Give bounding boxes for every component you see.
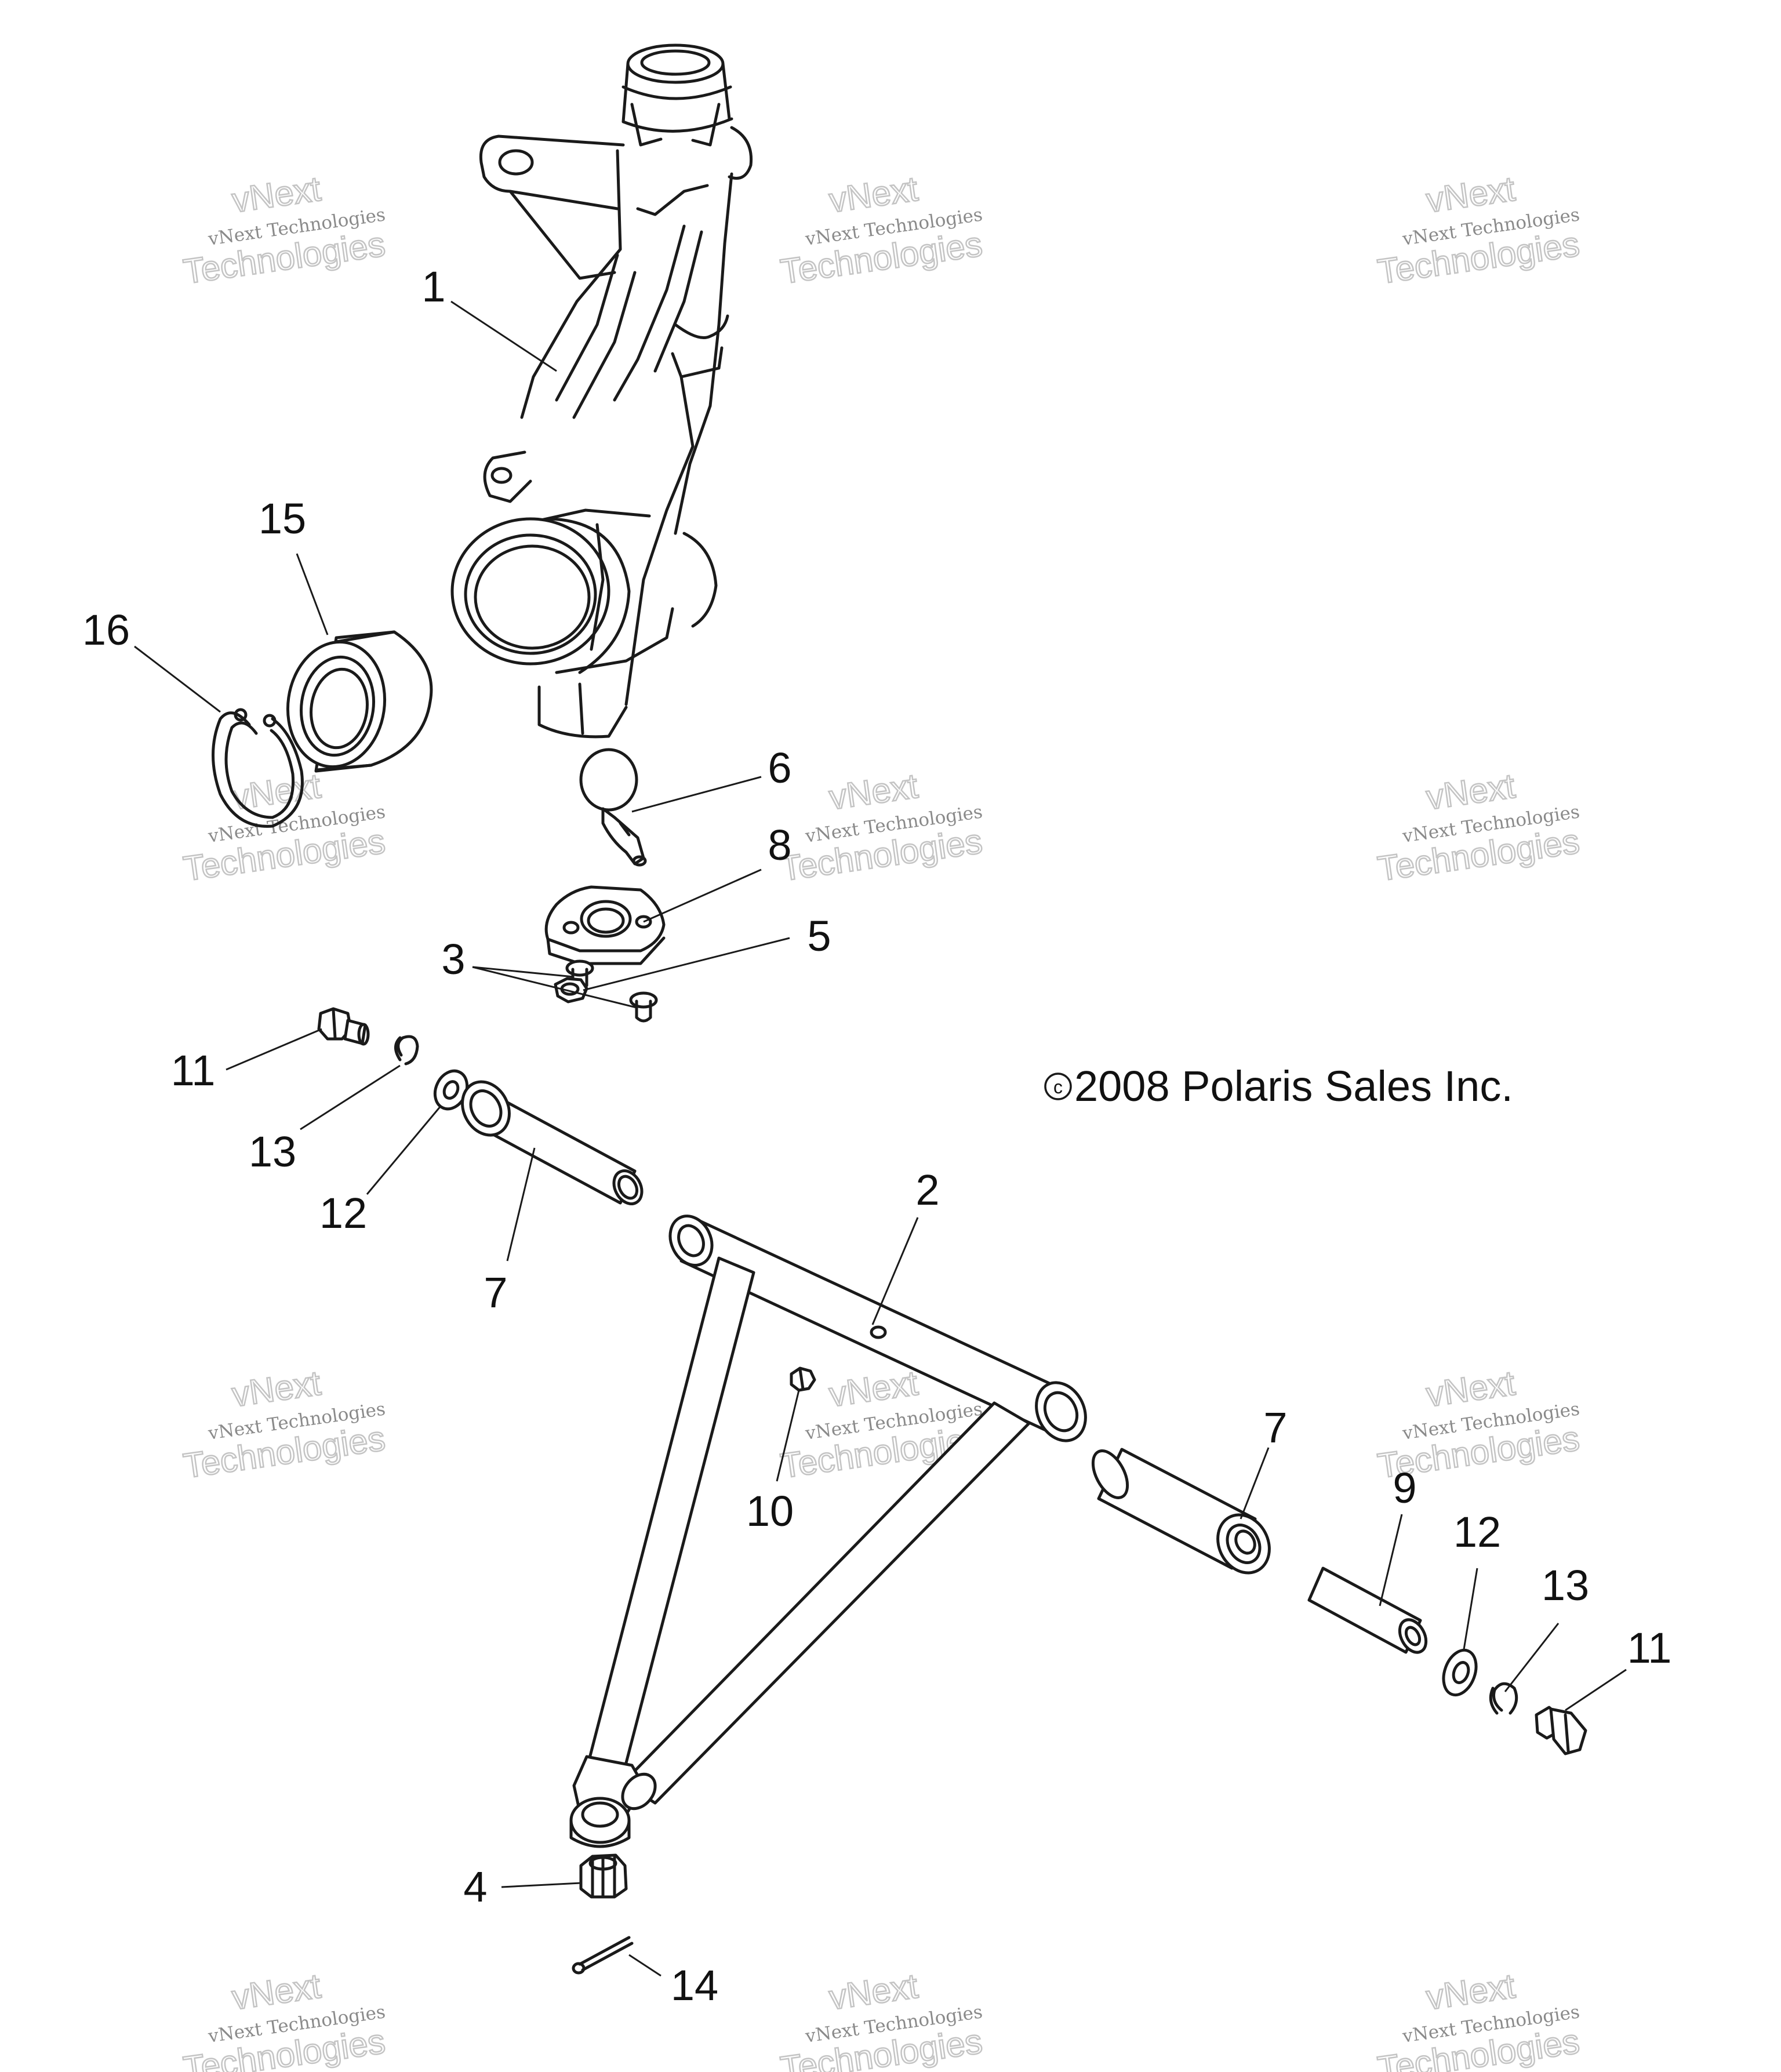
leader-line [472,966,637,1009]
ball-joint-icon [579,748,647,867]
watermark: vNext vNext Technologies Technologies [1375,765,1583,889]
callout-11b: 11 [1627,1624,1672,1672]
svg-text:vNext: vNext [1424,1966,1518,2018]
lock-washer-icon [394,1035,419,1066]
watermark: vNext vNext Technologies Technologies [1375,1965,1583,2072]
leader-lines [134,300,1627,1977]
leader-line [134,645,221,713]
callout-6: 6 [768,744,791,792]
callouts: 1 15 16 6 8 3 5 11 13 12 7 2 10 7 9 12 1… [82,263,1672,2009]
callout-13a: 13 [249,1128,296,1176]
callout-15: 15 [259,495,306,543]
copyright-symbol-letter: c [1053,1077,1063,1097]
watermark: vNext vNext Technologies Technologies [777,765,986,889]
rivet-icon [629,991,658,1023]
grease-fitting-icon [790,1366,816,1392]
callout-10: 10 [746,1487,794,1535]
callout-4: 4 [463,1863,487,1911]
svg-text:vNext: vNext [230,1364,324,1415]
leader-line [501,1882,581,1888]
washer-icon [1442,1648,1478,1697]
svg-text:vNext: vNext [1424,169,1518,220]
pivot-tube-icon [1307,1566,1428,1654]
callout-16: 16 [82,606,130,654]
copyright-symbol-icon [1044,1073,1072,1100]
leader-line [628,1954,661,1977]
svg-text:vNext: vNext [827,1966,921,2018]
steering-knuckle-icon [450,43,753,739]
callout-12b: 12 [1453,1508,1501,1556]
callout-5: 5 [807,912,831,960]
callout-13b: 13 [1542,1561,1589,1609]
svg-text:vNext: vNext [1424,766,1518,817]
leader-line [871,1217,919,1325]
bearing-icon [286,630,433,773]
callout-7a: 7 [484,1268,507,1317]
cotter-pin-icon [572,1936,634,1975]
leader-line [583,937,790,991]
retaining-ring-icon [212,708,304,828]
leader-line [643,868,762,923]
watermark: vNext vNext Technologies Technologies [180,168,388,292]
bolt-icon [1535,1706,1587,1755]
svg-text:vNext: vNext [827,1364,921,1415]
watermark: vNext vNext Technologies Technologies [1375,168,1583,292]
copyright-notice: c 2008 Polaris Sales Inc. [1044,1062,1513,1110]
bolt-icon [317,1007,370,1046]
a-arm-icon [569,1215,1087,1848]
watermark: vNext vNext Technologies Technologies [777,1965,986,2072]
callout-8: 8 [768,821,791,869]
leader-line [296,553,329,635]
leader-line [300,1064,401,1130]
svg-text:vNext: vNext [827,169,921,220]
lock-washer-icon [1489,1682,1518,1715]
leader-line [450,300,557,372]
leader-line [366,1106,442,1195]
callout-9: 9 [1393,1464,1416,1512]
leader-line [1240,1447,1270,1520]
callout-12a: 12 [319,1189,367,1237]
ball-joint-plate-icon [544,885,666,965]
callout-1: 1 [421,263,445,311]
svg-text:vNext: vNext [230,169,324,220]
callout-2: 2 [915,1166,939,1214]
callout-7b: 7 [1263,1404,1287,1452]
svg-text:vNext: vNext [827,766,921,817]
leader-line [1463,1568,1478,1650]
leader-line [776,1390,800,1482]
copyright-text: 2008 Polaris Sales Inc. [1074,1062,1513,1110]
leader-line [1565,1668,1627,1711]
watermark: vNext vNext Technologies Technologies [180,765,388,889]
leader-line [506,1147,536,1262]
callout-3: 3 [441,935,465,983]
leader-line [472,966,575,978]
leader-line [1504,1623,1560,1692]
nut-icon [554,977,588,1004]
watermark: vNext vNext Technologies Technologies [777,168,986,292]
bushing-icon [1091,1448,1271,1575]
castle-nut-icon [579,1853,628,1899]
svg-text:vNext: vNext [1424,1364,1518,1415]
leader-line [1379,1514,1403,1606]
svg-text:vNext: vNext [230,766,324,817]
bushing-icon [461,1080,644,1205]
washer-icon [433,1069,469,1111]
callout-14: 14 [671,1961,718,2009]
leader-line [631,776,762,813]
watermark: vNext vNext Technologies Technologies [180,1965,388,2072]
watermark: vNext vNext Technologies Technologies [180,1362,388,1486]
leader-line [226,1028,322,1071]
svg-text:vNext: vNext [230,1966,324,2018]
watermark-group: vNext vNext Technologies Technologies vN… [180,168,1583,2072]
callout-11a: 11 [171,1046,216,1095]
